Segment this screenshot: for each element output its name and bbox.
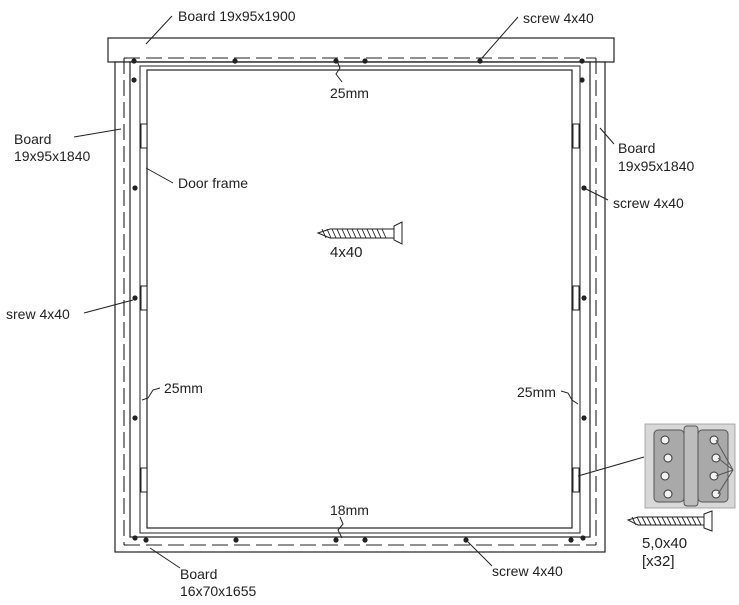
screw-dot [131,58,137,64]
leader-left-screw [83,299,134,314]
hinge-plate [140,285,148,311]
hinge-plate [572,123,580,149]
leader-top-screw [481,16,519,59]
screw-dot [579,58,585,64]
leader-right-board [599,127,615,145]
label-left-board-2: 19x95x1840 [14,148,91,164]
label-left-gap: 25mm [164,380,203,396]
screw-dot [581,415,587,421]
label-top-gap: 25mm [330,85,369,101]
label-right-screw: screw 4x40 [613,195,684,211]
hinge-plate [140,123,148,149]
leader-top-gap [335,60,343,83]
leader-right-gap [560,390,579,405]
label-right-board-1: Board [618,140,656,156]
screw-dot [132,535,138,541]
screw-dot [581,295,587,301]
label-right-board-2: 19x95x1840 [618,158,695,174]
screw-dot [579,77,585,83]
label-right-gap: 25mm [517,384,556,400]
leader-left-gap [141,387,161,401]
frame-inner [129,61,591,538]
screw-dot [463,537,469,543]
screw-dot [580,535,586,541]
label-left-screw: srew 4x40 [6,306,70,322]
label-center-screw: 4x40 [330,244,363,261]
hinge-plate [572,467,580,493]
leader-bottom-screw [467,541,493,567]
label-door-frame: Door frame [178,175,249,191]
screw-dot [568,537,574,543]
leader-left-board [73,128,122,138]
leader-hinge [577,456,645,477]
leader-bottom-board [149,547,181,569]
screw-illustration-hinge [626,510,713,532]
label-bottom-screw: screw 4x40 [492,563,563,579]
label-bottom-gap: 18mm [330,502,369,518]
label-top-screw: screw 4x40 [523,10,594,26]
screw-dot [233,537,239,543]
label-top-board: Board 19x95x1900 [178,8,296,24]
screw-illustration-center [316,221,403,245]
door-frame-outline [139,65,581,534]
hinge-photo [644,423,736,509]
hinge-plate [140,467,148,493]
label-hinge-count: [x32] [642,553,675,570]
label-bottom-board-1: Board [180,566,218,582]
leader-door-frame [145,167,174,184]
label-bottom-board-2: 16x70x1655 [180,583,257,599]
screw-dot [362,537,368,543]
screw-dot [143,537,149,543]
leader-top-board [145,15,173,45]
screw-dot [362,58,368,64]
label-left-board-1: Board [14,131,52,147]
outer-frame [114,61,606,553]
screw-dot [131,77,137,83]
leader-right-screw [583,187,609,201]
hinge-plate [572,285,580,311]
screw-dot [132,185,138,191]
screw-dot [132,295,138,301]
screw-dot [333,537,339,543]
screw-dot [232,58,238,64]
label-hinge-screw: 5,0x40 [642,535,688,552]
leader-bottom-gap [337,516,344,539]
screw-dot [477,58,483,64]
screw-dot [132,415,138,421]
